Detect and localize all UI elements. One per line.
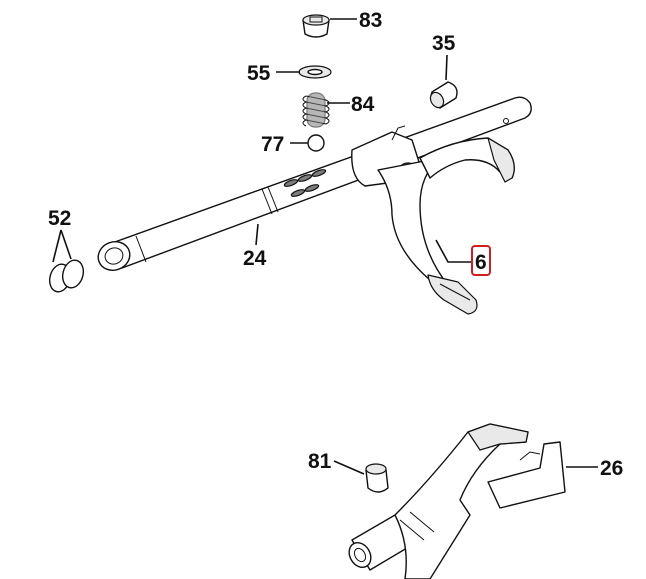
callout-6-highlight-box xyxy=(471,245,491,276)
callout-55[interactable]: 55 xyxy=(247,62,271,85)
washer-part-55[interactable] xyxy=(298,65,332,79)
callout-81[interactable]: 81 xyxy=(308,450,332,473)
callout-24[interactable]: 24 xyxy=(243,247,267,270)
shift-fork-part-6[interactable] xyxy=(351,125,515,315)
spring-part-84[interactable] xyxy=(302,92,330,128)
shift-fork-part-26[interactable] xyxy=(345,423,566,579)
callout-52[interactable]: 52 xyxy=(48,207,71,230)
callout-26[interactable]: 26 xyxy=(600,457,623,480)
leader-lines xyxy=(52,18,598,475)
callout-83[interactable]: 83 xyxy=(359,9,382,32)
callout-6[interactable]: 6 xyxy=(475,251,487,274)
pin-part-35[interactable] xyxy=(428,81,458,110)
ball-part-77[interactable] xyxy=(307,134,325,152)
callout-77[interactable]: 77 xyxy=(261,133,284,156)
callout-84[interactable]: 84 xyxy=(351,93,375,116)
rings-part-52[interactable] xyxy=(47,258,87,294)
callout-35[interactable]: 35 xyxy=(432,32,456,55)
plug-part-83[interactable] xyxy=(302,14,330,38)
bushing-part-81[interactable] xyxy=(365,463,389,493)
shift-shaft-part-24[interactable] xyxy=(94,96,532,274)
